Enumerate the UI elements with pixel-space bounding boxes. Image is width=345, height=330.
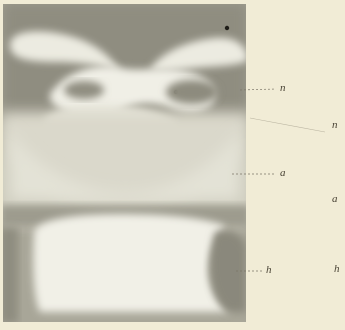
faint-guide-line bbox=[250, 118, 325, 132]
label-a-margin: a bbox=[332, 194, 338, 205]
label-h-margin: h bbox=[334, 264, 340, 275]
label-n: n bbox=[280, 83, 286, 94]
label-a: a bbox=[280, 168, 286, 179]
lower-lobe-h bbox=[33, 214, 230, 312]
label-n-margin: n bbox=[332, 120, 338, 131]
label-h: h bbox=[266, 265, 272, 276]
